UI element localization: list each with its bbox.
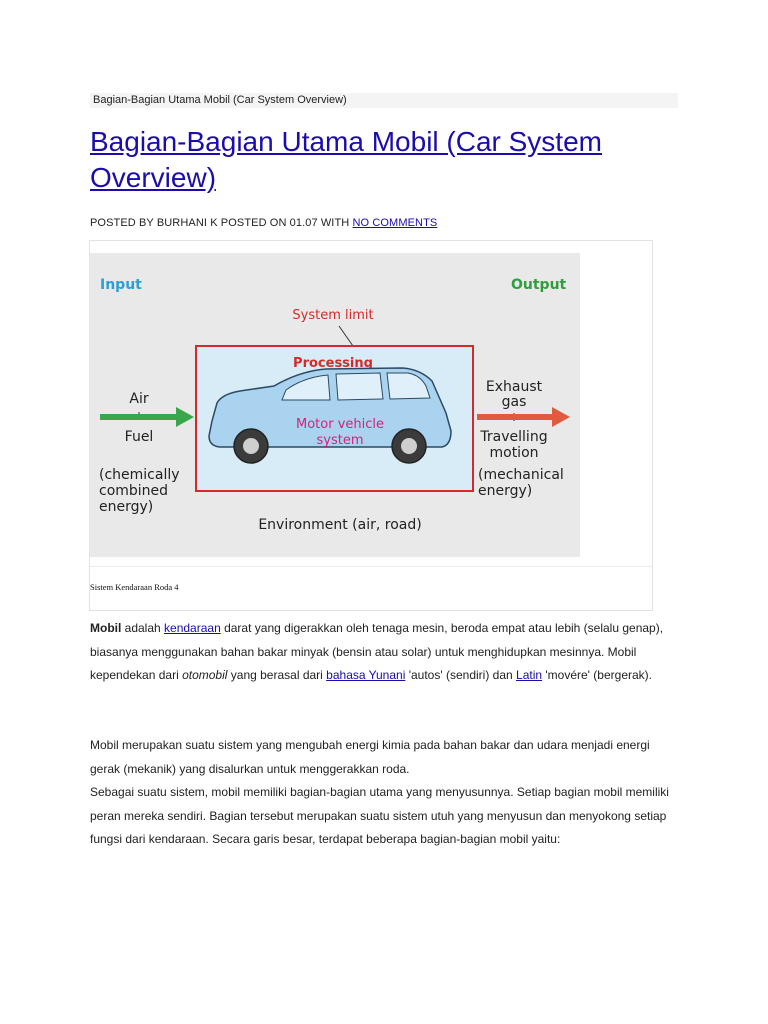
- page-title: Bagian-Bagian Utama Mobil (Car System Ov…: [90, 124, 690, 196]
- post-meta: POSTED BY BURHANI K POSTED ON 01.07 WITH…: [90, 217, 437, 229]
- fuel-label: Fuel: [125, 429, 154, 445]
- car-illustration: [208, 367, 452, 464]
- output-label: Output: [511, 277, 567, 293]
- input-energy-line3: energy): [99, 499, 153, 515]
- link-bahasa-yunani[interactable]: bahasa Yunani: [326, 668, 406, 682]
- bold-term-mobil: Mobil: [90, 621, 122, 635]
- output-energy-line2: energy): [478, 483, 532, 499]
- paragraph-energy: Mobil merupakan suatu sistem yang mengub…: [90, 738, 650, 776]
- post-time: 01.07: [289, 217, 318, 229]
- air-label: Air: [129, 391, 148, 407]
- travel-label-line2: motion: [489, 445, 538, 461]
- vehicle-label-line2: system: [317, 433, 364, 448]
- output-energy-line1: (mechanical: [478, 467, 564, 483]
- car-window-rear: [386, 372, 431, 400]
- system-limit-label: System limit: [292, 308, 373, 323]
- exhaust-label-line1: Exhaust: [486, 379, 543, 395]
- input-label: Input: [100, 277, 142, 293]
- travel-label-line1: Travelling: [479, 429, 547, 445]
- intro-text-5: 'movére' (bergerak).: [542, 668, 652, 682]
- italic-term-otomobil: otomobil: [182, 668, 228, 682]
- breadcrumb: Bagian-Bagian Utama Mobil (Car System Ov…: [90, 93, 678, 108]
- caption-divider: [90, 566, 652, 567]
- output-arrow: [477, 407, 570, 427]
- body-section: Mobil merupakan suatu sistem yang mengub…: [90, 734, 678, 852]
- figure-caption: Sistem Kendaraan Roda 4: [90, 582, 179, 592]
- input-arrow: [100, 407, 194, 427]
- car-hub-front: [243, 438, 259, 454]
- input-energy-line2: combined: [99, 483, 168, 499]
- posted-by-label: POSTED BY: [90, 217, 157, 229]
- paragraph-parts: Sebagai suatu sistem, mobil memiliki bag…: [90, 785, 669, 846]
- system-limit-pointer: [338, 325, 354, 347]
- posted-on-label: POSTED ON: [217, 217, 290, 229]
- vehicle-label-line1: Motor vehicle: [296, 417, 384, 432]
- comments-link[interactable]: NO COMMENTS: [352, 217, 438, 229]
- car-window-front: [281, 374, 331, 401]
- link-kendaraan[interactable]: kendaraan: [164, 621, 221, 635]
- input-energy-line1: (chemically: [99, 467, 180, 483]
- environment-label: Environment (air, road): [258, 517, 421, 533]
- link-latin[interactable]: Latin: [516, 668, 543, 682]
- car-window-middle: [335, 372, 384, 401]
- intro-text-1: adalah: [121, 621, 165, 635]
- post-author: BURHANI K: [156, 217, 218, 229]
- paragraph-intro: Mobil adalah kendaraan darat yang digera…: [90, 617, 678, 688]
- processing-label: Processing: [293, 356, 373, 371]
- figure: Input Output System limit Processing Mot…: [89, 240, 653, 611]
- post-title-link[interactable]: Bagian-Bagian Utama Mobil (Car System Ov…: [90, 126, 602, 193]
- with-label: WITH: [317, 217, 353, 229]
- car-hub-rear: [401, 438, 417, 454]
- intro-text-3: yang berasal dari: [227, 668, 327, 682]
- car-system-diagram: Input Output System limit Processing Mot…: [90, 253, 580, 557]
- exhaust-label-line2: gas: [502, 394, 527, 410]
- intro-text-2: darat yang digerakkan oleh tenaga mesin,…: [90, 621, 664, 682]
- intro-text-4: 'autos' (sendiri) dan: [405, 668, 517, 682]
